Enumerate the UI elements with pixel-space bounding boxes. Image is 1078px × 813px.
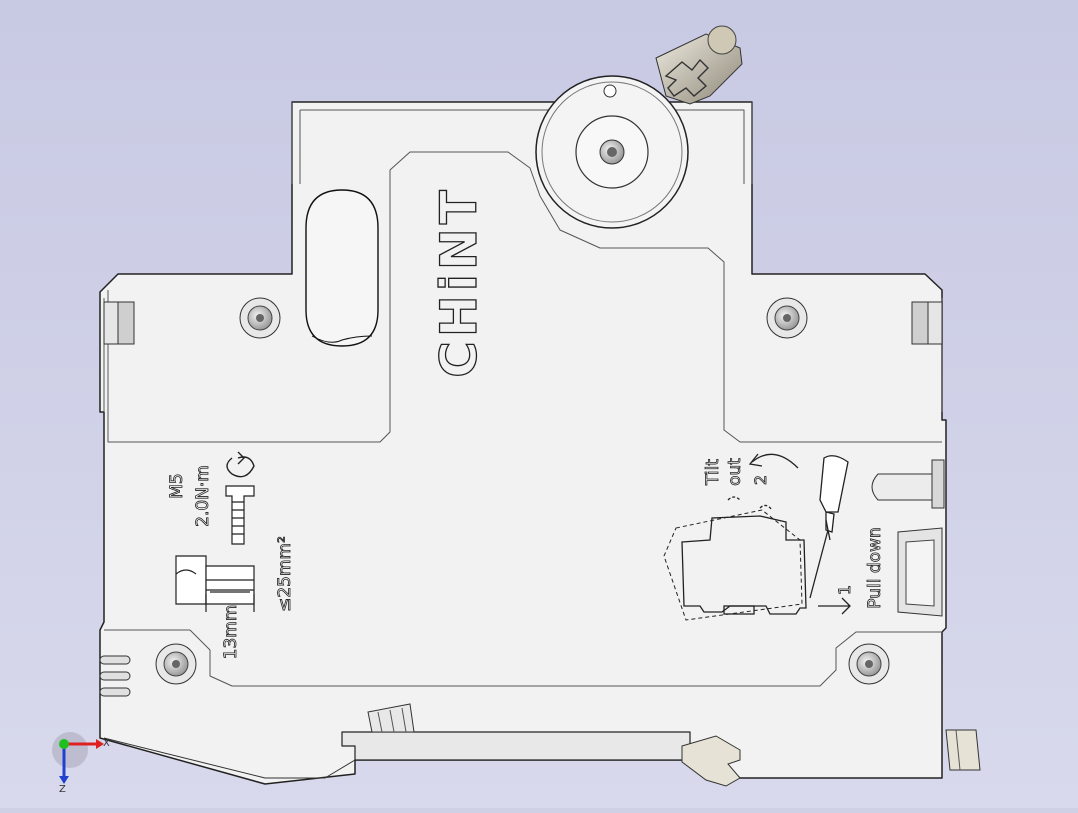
rotate-arrow-icon: [226, 456, 255, 478]
step1-number: 1: [835, 585, 854, 595]
removal-instructions: Tilt out 2 1 Pull down: [663, 453, 885, 621]
side-latches: [103, 301, 943, 345]
lever-knob[interactable]: [655, 25, 743, 105]
right-pin: [871, 459, 945, 509]
step1-text: Pull down: [865, 527, 885, 608]
mounting-screws: [155, 297, 890, 685]
z-axis-label: Z: [59, 784, 66, 795]
screw-icon: [239, 297, 281, 339]
x-axis-arrowhead: [96, 739, 104, 749]
vent-slots: [99, 655, 131, 697]
torque-value-label: 2.0N·m: [193, 465, 213, 527]
cross-section-label: ≤25mm²: [275, 536, 295, 612]
wire-strip-icon: [175, 555, 255, 612]
tilt-arrow-icon: [751, 453, 799, 469]
handle-disc-ring: [541, 81, 683, 223]
lower-panel-edge: [104, 629, 942, 687]
bottom-grip: [367, 703, 415, 733]
brand-logo: CHiNT: [429, 186, 488, 379]
z-axis-arrowhead: [59, 776, 69, 784]
handle-pin-hole: [603, 84, 617, 98]
screw-icon: [155, 643, 197, 685]
screw-icon: [848, 643, 890, 685]
screw-icon: [766, 297, 808, 339]
lever-end-cap: [707, 25, 737, 55]
cross-recess-icon: [664, 58, 709, 97]
x-axis-label: X: [103, 738, 110, 749]
strip-length-label: 13mm: [221, 605, 241, 660]
bottom-clip-edge: [103, 737, 356, 779]
pull-arrow-icon: [818, 597, 851, 615]
toggle-handle[interactable]: [535, 75, 689, 229]
side-step-lines: [103, 102, 943, 412]
indicator-window-shadow: [311, 335, 373, 343]
step2-number: 2: [751, 475, 770, 485]
right-slot: [897, 527, 943, 617]
triad-shadow: [52, 732, 88, 768]
thread-size-label: M5: [167, 473, 187, 498]
step2-text-line1: Tilt: [703, 459, 723, 486]
indicator-window: [305, 189, 379, 347]
step2-text-line2: out: [725, 458, 745, 486]
din-rail-clip[interactable]: [681, 729, 981, 787]
removal-pictogram-icon: [663, 455, 849, 621]
handle-pivot-center: [607, 147, 617, 157]
y-axis-dot: [59, 739, 69, 749]
din-rail-slot: [341, 731, 691, 761]
wire-info: 13mm ≤25mm²: [175, 536, 295, 660]
coordinate-triad: X Z: [52, 732, 110, 795]
upper-panel-edge: [107, 109, 942, 443]
brand-logo-text: CHiNT: [430, 186, 488, 378]
screw-symbol-icon: [225, 485, 255, 545]
torque-info: M5 2.0N·m: [167, 451, 255, 545]
